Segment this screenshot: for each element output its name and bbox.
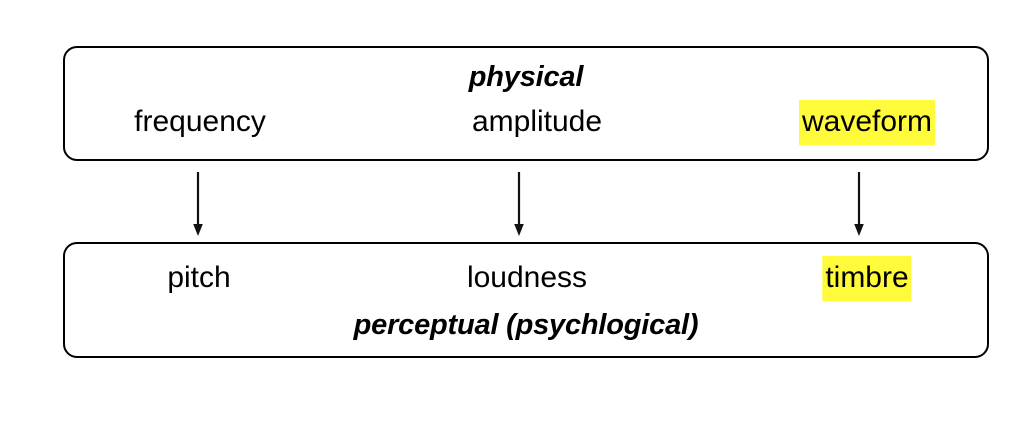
arrow-waveform-to-timbre-icon <box>851 172 867 238</box>
physical-level-title: physical <box>468 61 584 93</box>
physical-level-box: physical frequency amplitude waveform <box>63 46 989 161</box>
perceptual-level-box: pitch loudness timbre perceptual (psychl… <box>63 242 989 358</box>
attribute-timbre-label: timbre <box>822 256 912 301</box>
attribute-pitch-label: pitch <box>167 261 231 294</box>
arrow-frequency-to-pitch-icon <box>190 172 206 238</box>
attribute-pitch: pitch <box>164 256 233 301</box>
attribute-waveform: waveform <box>798 100 936 145</box>
perceptual-attribute-row: pitch loudness timbre <box>65 256 987 301</box>
physical-attribute-row: frequency amplitude waveform <box>65 100 987 145</box>
attribute-loudness: loudness <box>464 256 590 301</box>
arrow-amplitude-to-loudness-icon <box>511 172 527 238</box>
attribute-frequency: frequency <box>131 100 269 145</box>
attribute-loudness-label: loudness <box>466 261 588 294</box>
attribute-waveform-label: waveform <box>798 100 936 145</box>
attribute-timbre: timbre <box>822 256 912 301</box>
perceptual-level-title: perceptual (psychlogical) <box>353 309 699 341</box>
attribute-amplitude-label: amplitude <box>471 105 603 138</box>
attribute-frequency-label: frequency <box>134 105 266 138</box>
attribute-amplitude: amplitude <box>469 100 605 145</box>
